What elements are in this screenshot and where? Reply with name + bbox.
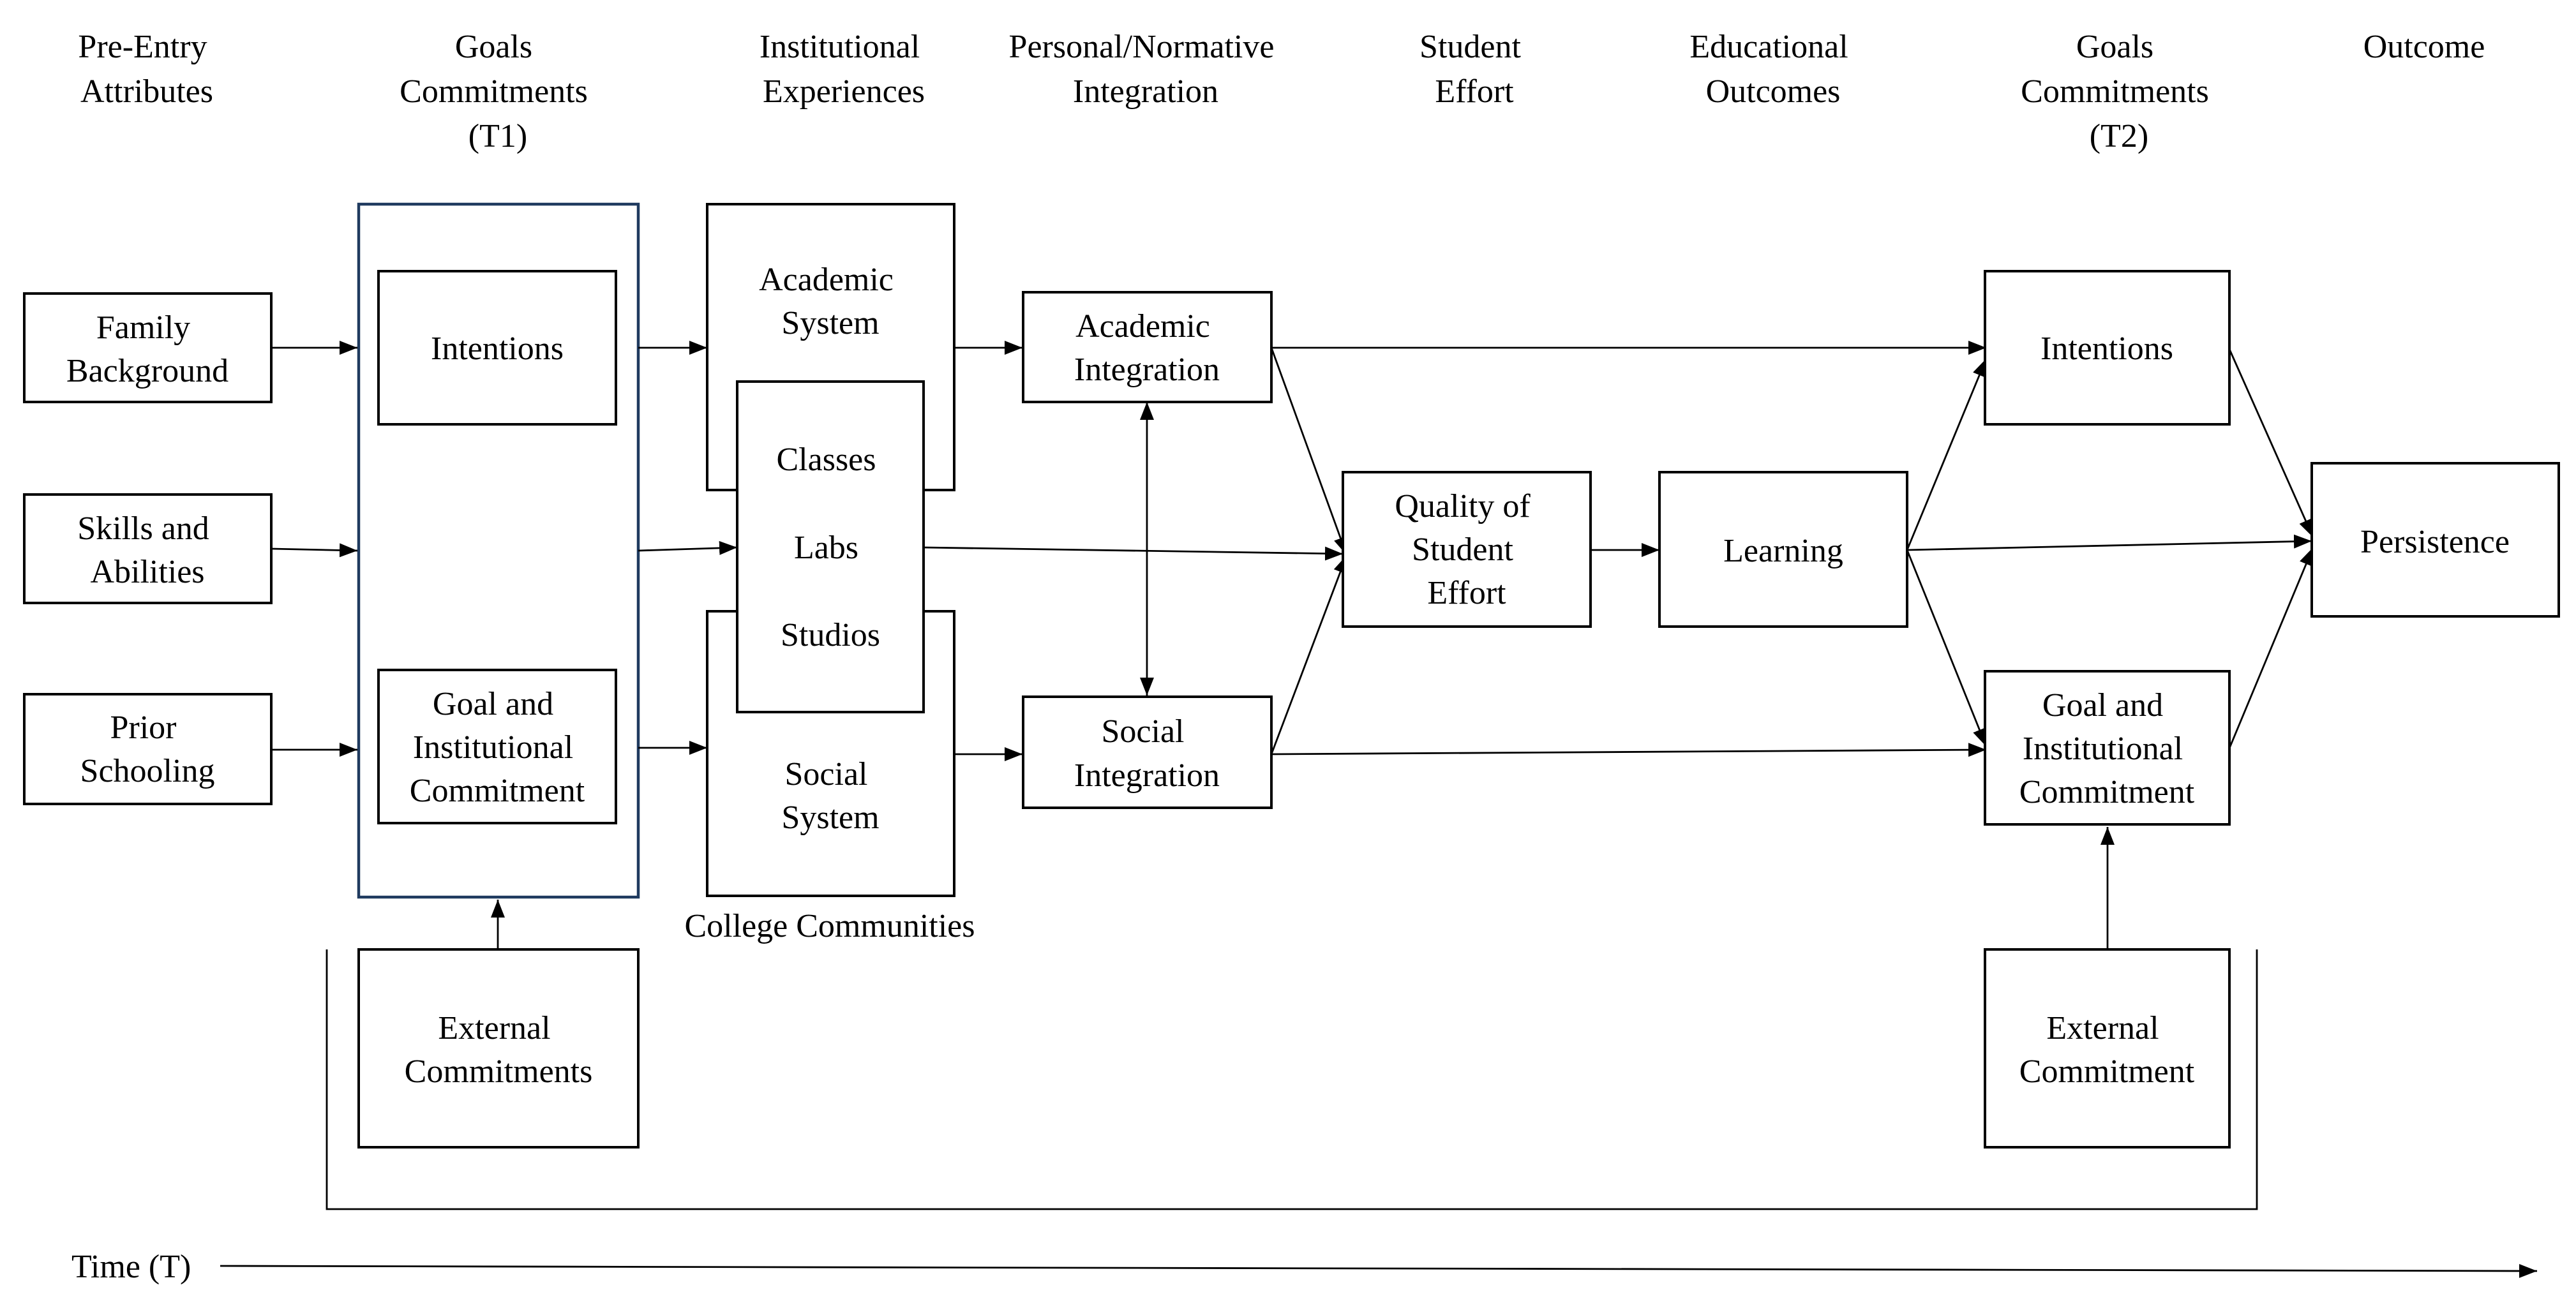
college-communities-label: College Communities bbox=[685, 908, 975, 944]
header-pre-entry: Pre-Entry Attributes bbox=[78, 29, 215, 110]
arrow-learning-to-intentions bbox=[1906, 358, 1988, 551]
svg-text:Social Integration: Social Integration bbox=[1074, 713, 1220, 794]
svg-text:Goal and Institutional: Goal and Institutional Commitment bbox=[410, 686, 585, 809]
svg-text:Learning: Learning bbox=[1723, 533, 1843, 569]
header-integration: Personal/Normative Integration bbox=[1009, 29, 1283, 110]
header-outcome: Outcome bbox=[2363, 29, 2485, 65]
svg-text:Intentions: Intentions bbox=[431, 331, 564, 367]
svg-text:Family Background: Family Background bbox=[66, 309, 228, 389]
box-intentions-t1: Intentions bbox=[377, 270, 617, 426]
box-social-integration: Social Integration bbox=[1022, 695, 1273, 809]
svg-text:Intentions: Intentions bbox=[2041, 331, 2173, 367]
time-bracket bbox=[326, 949, 2258, 1210]
header-goals-t1: Goals Commitments (T1) bbox=[400, 29, 596, 154]
box-skills-abilities: Skills and Abilities bbox=[23, 493, 273, 604]
arrow-intentions-to-persistence bbox=[2228, 347, 2314, 538]
box-quality-effort: Quality of Student Effort bbox=[1342, 471, 1592, 628]
arrow-social-integration-to-effort bbox=[1270, 554, 1348, 755]
box-classes-labs-studios: Classes Labs Studios bbox=[736, 380, 925, 713]
arrow-skills-to-t1 bbox=[271, 543, 358, 558]
svg-text:Classes Labs Studi: Classes Labs Studios bbox=[777, 442, 885, 653]
svg-text:Academic Integration: Academic Integration bbox=[1074, 308, 1220, 388]
time-label: Time (T) bbox=[71, 1249, 191, 1285]
arrow-learning-to-persistence bbox=[1906, 534, 2312, 551]
header-institutional: Institutional Experiences bbox=[760, 29, 928, 110]
box-goal-commitment-t2: Goal and Institutional Commitment bbox=[1984, 670, 2231, 826]
time-arrow bbox=[220, 1263, 2538, 1278]
box-learning: Learning bbox=[1658, 471, 1908, 628]
box-external-commitments-t1: External Commitments bbox=[357, 948, 640, 1149]
arrow-academic-integration-to-effort bbox=[1270, 347, 1348, 556]
arrow-social-integration-to-commitment bbox=[1271, 743, 1987, 757]
header-effort: Student Effort bbox=[1419, 29, 1529, 110]
svg-text:External Commitment: External Commitment bbox=[2019, 1010, 2195, 1090]
box-prior-schooling: Prior Schooling bbox=[23, 693, 273, 805]
svg-text:Social System: Social System bbox=[781, 756, 879, 836]
box-external-commitment-t2: External Commitment bbox=[1984, 948, 2231, 1149]
box-goal-commitment-t1: Goal and Institutional Commitment bbox=[377, 669, 617, 824]
arrow-learning-to-commitment bbox=[1906, 549, 1988, 747]
svg-text:Persistence: Persistence bbox=[2360, 524, 2510, 560]
svg-text:External Commitments: External Commitments bbox=[405, 1010, 593, 1090]
svg-text:Prior Schooling: Prior Schooling bbox=[80, 710, 215, 789]
box-persistence: Persistence bbox=[2310, 462, 2560, 618]
column-headers: Pre-Entry Attributes Goals Commitments (… bbox=[78, 29, 2485, 154]
arrow-t1-to-classes bbox=[638, 540, 738, 555]
box-family-background: Family Background bbox=[23, 292, 273, 403]
header-educational: Educational Outcomes bbox=[1689, 29, 1856, 110]
arrow-commitment-to-persistence bbox=[2228, 547, 2314, 750]
box-intentions-t2: Intentions bbox=[1984, 270, 2231, 426]
connectors bbox=[271, 341, 2314, 948]
svg-text:Quality of Student: Quality of Student Effort bbox=[1395, 488, 1538, 611]
svg-text:Skills and Abilities: Skills and Abilities bbox=[77, 510, 218, 590]
header-goals-t2: Goals Commitments (T2) bbox=[2021, 29, 2217, 154]
svg-text:Academic System: Academic System bbox=[759, 262, 902, 341]
box-academic-integration: Academic Integration bbox=[1022, 291, 1273, 403]
arrow-classes-to-effort bbox=[924, 546, 1344, 561]
svg-text:Goal and Institutional: Goal and Institutional Commitment bbox=[2019, 687, 2195, 810]
